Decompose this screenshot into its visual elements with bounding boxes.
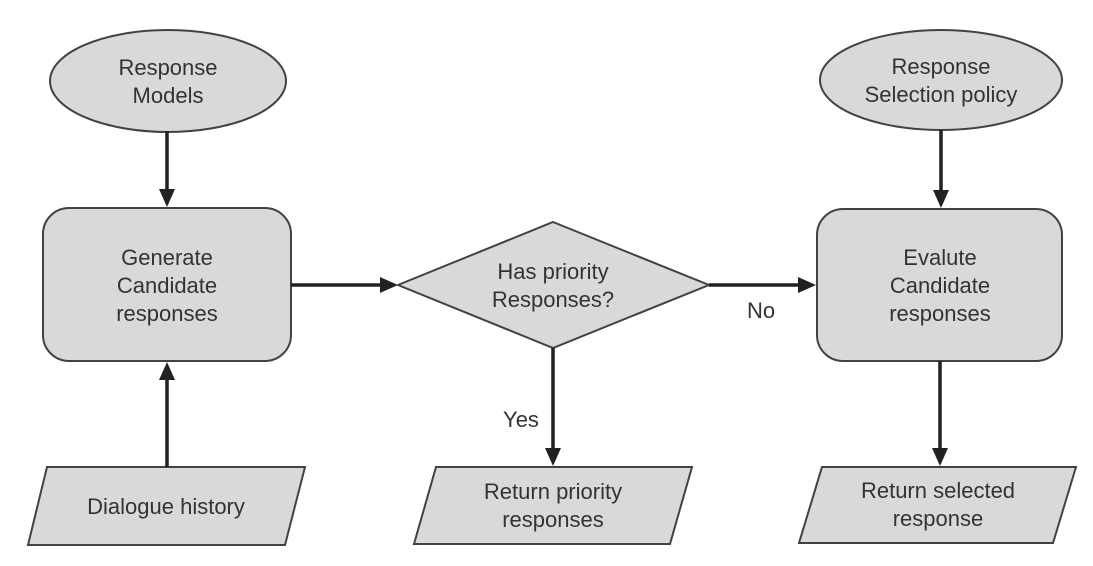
node-label-line: responses [116,301,218,326]
node-label-line: Has priority [497,259,608,284]
node-has-priority-responses: Has priority Responses? [395,220,712,350]
node-return-priority-responses: Return priority responses [412,466,694,545]
node-label-line: Dialogue history [87,494,245,519]
node-return-selected-response: Return selected response [797,466,1078,544]
node-label-line: responses [889,301,991,326]
node-label-line: Models [133,83,204,108]
node-label-line: Selection policy [865,82,1018,107]
arrowhead-down-icon [159,189,175,207]
edge-decision-to-evalute: No [709,277,816,323]
node-label-line: responses [502,507,604,532]
node-evalute-candidate-responses: Evalute Candidate responses [816,208,1063,362]
arrowhead-down-icon [932,448,948,466]
arrowhead-right-icon [798,277,816,293]
edge-generate-to-decision [291,277,398,293]
node-label-line: response [893,506,984,531]
node-label-line: Responses? [492,287,614,312]
arrowhead-right-icon [380,277,398,293]
parallelogram-shape [26,466,307,546]
edge-dialogue-history-to-generate [159,362,175,467]
edge-decision-to-return-priority: Yes [503,348,561,466]
ellipse-shape [49,29,287,133]
arrowhead-up-icon [159,362,175,380]
node-label-line: Response [891,54,990,79]
node-label-line: Candidate [117,273,217,298]
node-label-line: Return priority [484,479,622,504]
parallelogram-shape [412,466,694,545]
arrowhead-down-icon [545,448,561,466]
diamond-shape [395,220,712,350]
edge-label-no: No [747,298,775,323]
edge-label-yes: Yes [503,407,539,432]
node-label-line: Return selected [861,478,1015,503]
node-dialogue-history: Dialogue history [26,466,307,546]
node-response-selection-policy: Response Selection policy [819,29,1063,131]
ellipse-shape [819,29,1063,131]
node-response-models: Response Models [49,29,287,133]
parallelogram-shape [797,466,1078,544]
node-generate-candidate-responses: Generate Candidate responses [42,207,292,362]
node-label-line: Generate [121,245,213,270]
arrowhead-down-icon [933,190,949,208]
edge-response-models-to-generate [159,131,175,207]
node-label-line: Response [118,55,217,80]
edge-evalute-to-return-selected [932,361,948,466]
node-label-line: Evalute [903,245,976,270]
node-label-line: Candidate [890,273,990,298]
edge-selection-policy-to-evalute [933,130,949,208]
